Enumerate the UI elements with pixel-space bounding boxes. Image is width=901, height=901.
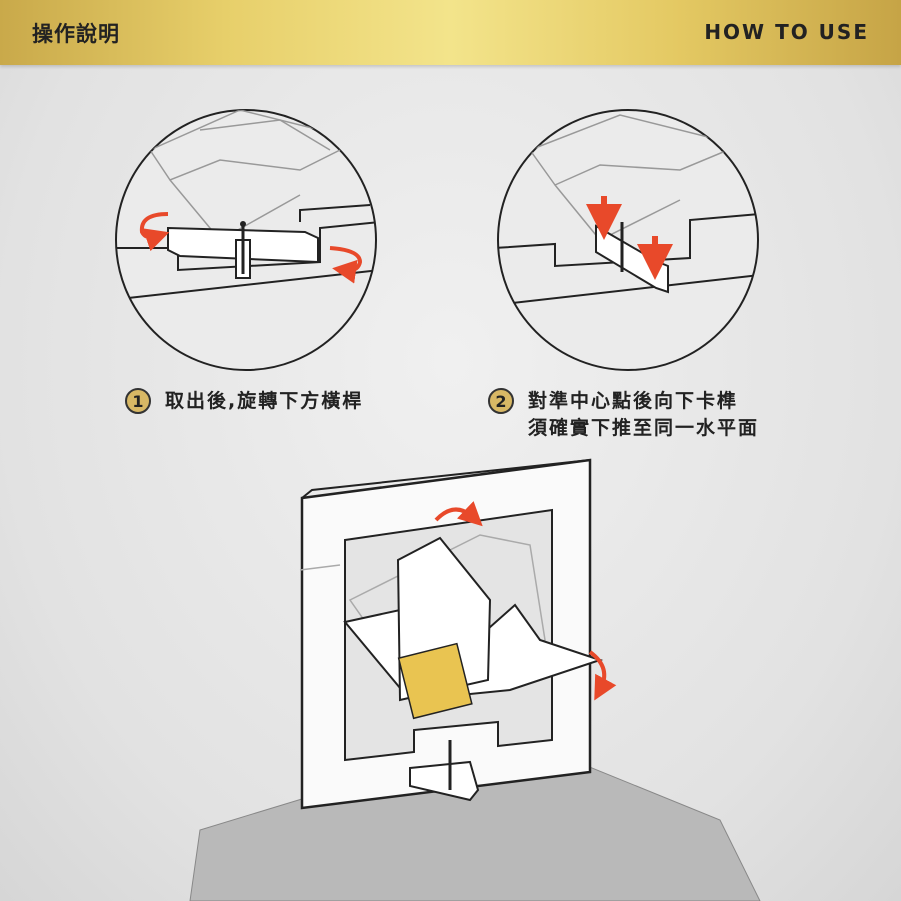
step-2-caption: 2 對準中心點後向下卡榫 須確實下推至同一水平面 — [488, 388, 759, 442]
step-1-text: 取出後,旋轉下方橫桿 — [165, 390, 364, 412]
step-1-caption: 1 取出後,旋轉下方橫桿 — [125, 388, 363, 415]
header-bar: 操作說明 HOW TO USE — [0, 0, 901, 65]
header-subtitle: HOW TO USE — [704, 20, 869, 44]
step-2-text-line-2: 須確實下推至同一水平面 — [528, 417, 760, 439]
step-2-badge: 2 — [488, 388, 514, 414]
header-title: 操作說明 — [32, 22, 120, 46]
step-1-badge: 1 — [125, 388, 151, 414]
step-2-text-line-1: 對準中心點後向下卡榫 — [528, 390, 739, 412]
